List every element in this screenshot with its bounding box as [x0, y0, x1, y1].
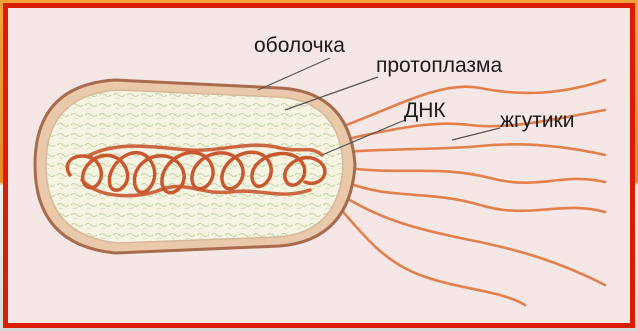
leader-line-membrane: [258, 58, 330, 90]
leader-line-flagella: [452, 128, 500, 140]
flagellum: [345, 144, 605, 155]
label-flagella: жгутики: [500, 110, 574, 131]
label-membrane: оболочка: [254, 35, 345, 56]
label-protoplasm: протоплазма: [376, 55, 502, 76]
flagellum: [346, 182, 605, 212]
label-dna: ДНК: [404, 100, 446, 121]
flagellum: [336, 204, 525, 305]
flagellum: [348, 168, 605, 183]
